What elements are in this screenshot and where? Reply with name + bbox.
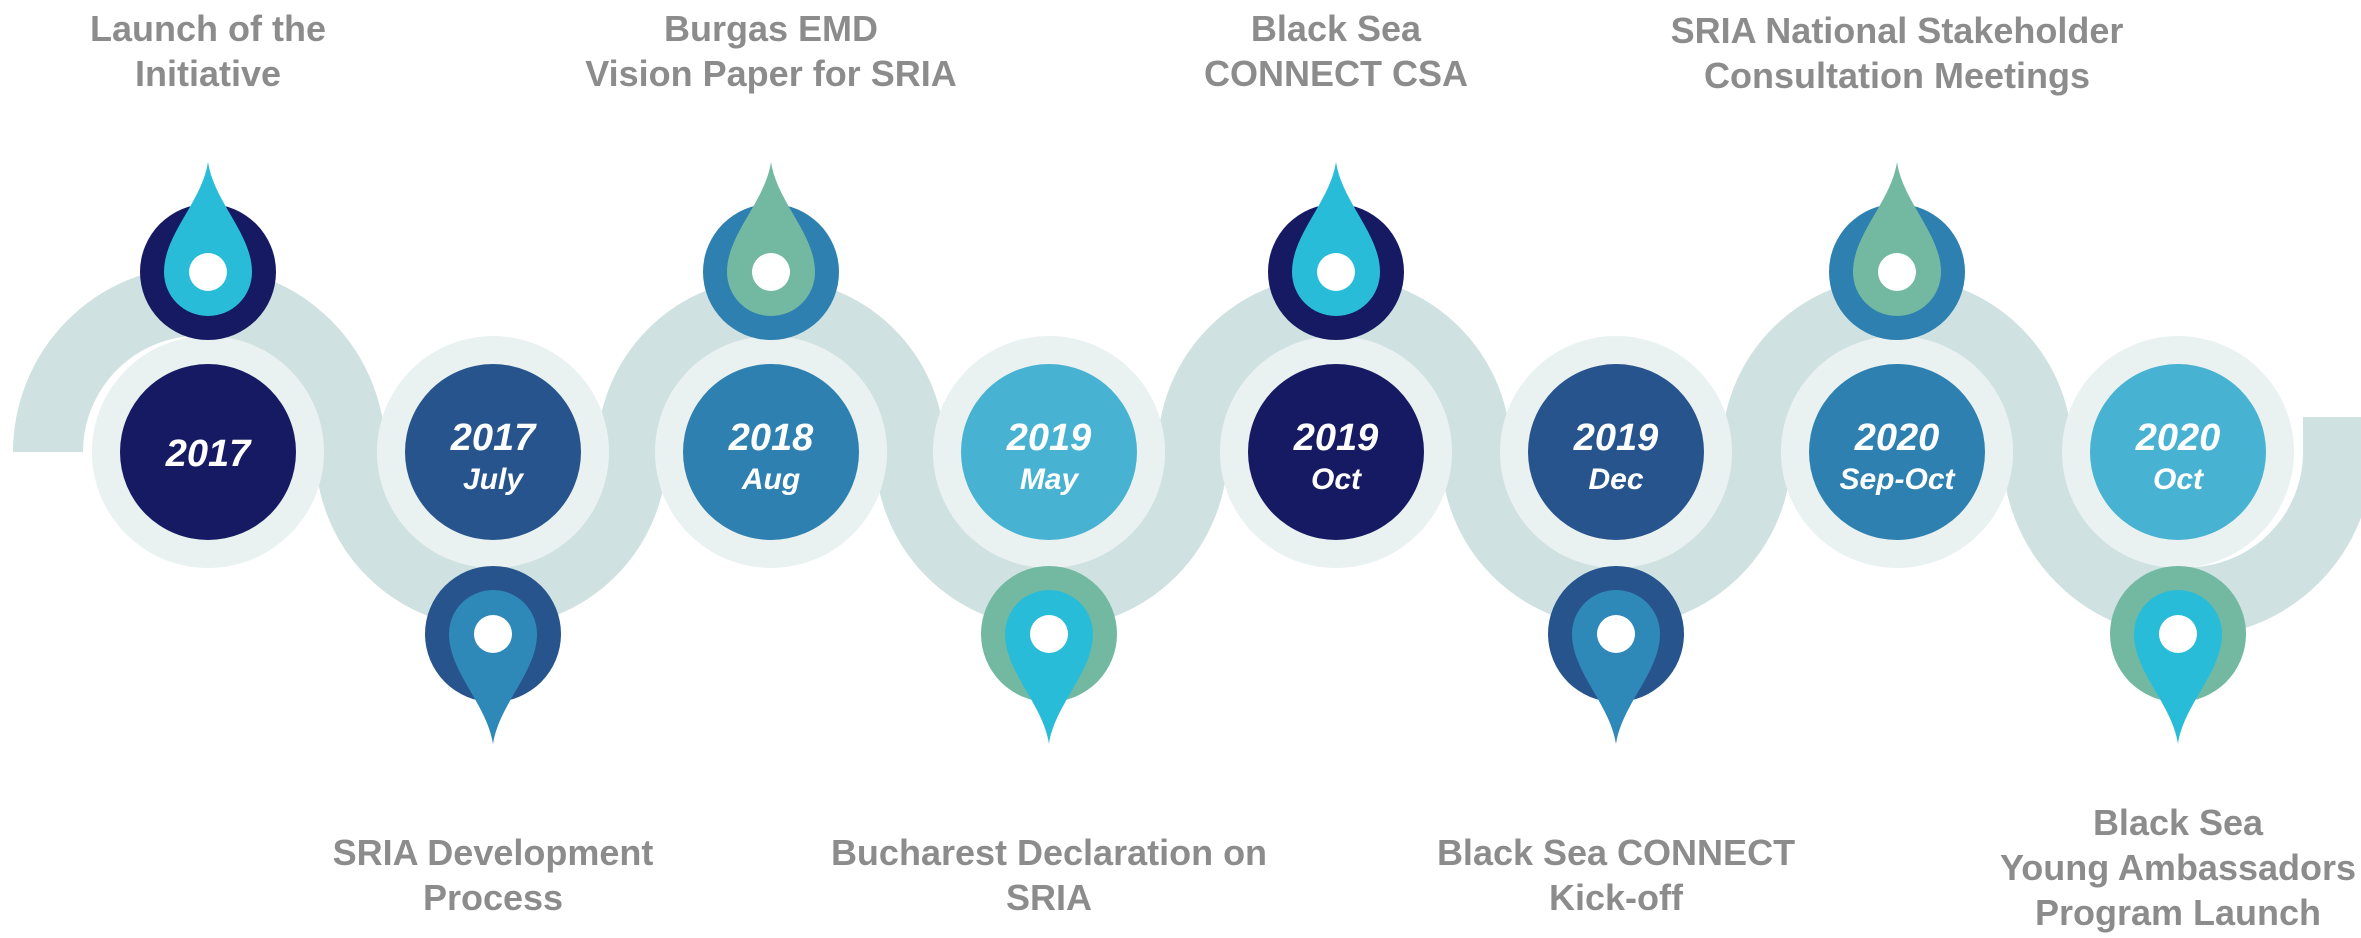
date-period: Oct xyxy=(1311,463,1363,496)
pin-drop-icon xyxy=(449,590,537,744)
wave-band xyxy=(13,265,2361,638)
milestone-label-line: Process xyxy=(422,877,564,918)
pin-drop-icon xyxy=(1572,590,1660,744)
pin-hole xyxy=(1597,615,1635,653)
milestone-label-line: SRIA Development xyxy=(332,832,654,873)
milestone-label-line: Program Launch xyxy=(2034,892,2322,933)
pin-hole xyxy=(474,615,512,653)
pin-hole xyxy=(1878,253,1916,291)
pin-hole xyxy=(2159,615,2197,653)
date-year: 2019 xyxy=(1293,417,1379,459)
milestone-label-line: Initiative xyxy=(134,53,282,94)
pin-drop-icon xyxy=(727,162,815,316)
date-period: Sep-Oct xyxy=(1839,463,1956,496)
milestone-label-line: Consultation Meetings xyxy=(1703,55,2090,96)
pin-drop-icon xyxy=(2134,590,2222,744)
date-circle xyxy=(683,364,859,540)
date-period: Aug xyxy=(741,463,800,496)
milestone-label-line: Young Ambassadors xyxy=(1999,847,2357,888)
date-year: 2020 xyxy=(2135,417,2221,459)
milestone-label-line: Bucharest Declaration on xyxy=(830,832,1268,873)
date-circle xyxy=(2090,364,2266,540)
pin-hole xyxy=(189,253,227,291)
date-year: 2017 xyxy=(165,433,252,475)
date-circle xyxy=(1248,364,1424,540)
date-year: 2020 xyxy=(1854,417,1940,459)
milestone-label-line: Black Sea xyxy=(1250,8,1422,49)
date-circle xyxy=(1809,364,1985,540)
milestone-label-line: Launch of the xyxy=(90,8,326,49)
date-circle xyxy=(961,364,1137,540)
pin-drop-icon xyxy=(1005,590,1093,744)
date-circle xyxy=(120,364,296,540)
milestone: 2017 xyxy=(92,162,324,568)
date-circle xyxy=(405,364,581,540)
date-period: July xyxy=(463,463,524,496)
milestone-label-line: CONNECT CSA xyxy=(1203,53,1469,94)
date-period: May xyxy=(1020,463,1080,496)
pin-drop-icon xyxy=(1292,162,1380,316)
milestone-label-line: Kick-off xyxy=(1549,877,1683,918)
milestone-label-line: Vision Paper for SRIA xyxy=(585,53,957,94)
milestone-label-line: Black Sea xyxy=(2092,802,2264,843)
milestone-label-line: SRIA xyxy=(1005,877,1092,918)
date-circle xyxy=(1528,364,1704,540)
date-year: 2017 xyxy=(450,417,537,459)
date-year: 2019 xyxy=(1006,417,1092,459)
pin-hole xyxy=(752,253,790,291)
pin-drop-icon xyxy=(164,162,252,316)
date-period: Dec xyxy=(1588,463,1643,496)
pin-drop-icon xyxy=(1853,162,1941,316)
date-year: 2018 xyxy=(728,417,814,459)
milestone-label-line: Black Sea CONNECT xyxy=(1436,832,1796,873)
pin-hole xyxy=(1030,615,1068,653)
date-year: 2019 xyxy=(1573,417,1659,459)
milestone-label-line: Burgas EMD xyxy=(663,8,879,49)
date-period: Oct xyxy=(2153,463,2205,496)
milestone-label-line: SRIA National Stakeholder xyxy=(1670,10,2124,51)
pin-hole xyxy=(1317,253,1355,291)
